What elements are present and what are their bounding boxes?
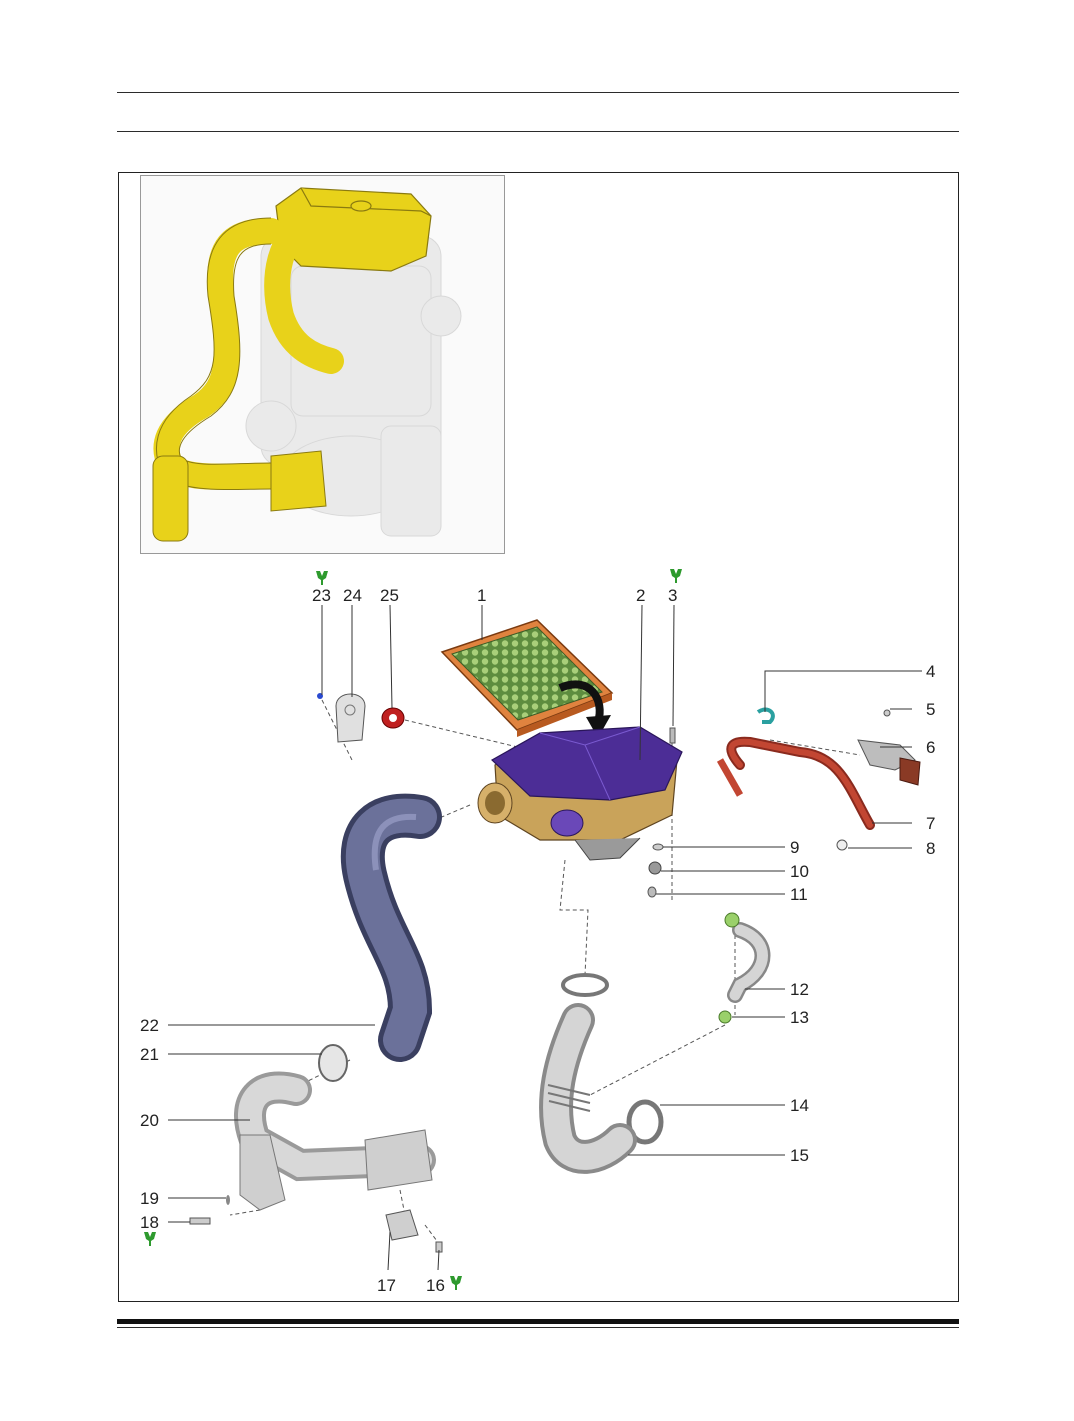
part-18-bolt xyxy=(189,1217,211,1225)
callout-22: 22 xyxy=(140,1016,159,1035)
callout-18: 18 xyxy=(140,1213,159,1232)
part-4-clip xyxy=(756,707,775,724)
overview-air-cleaner xyxy=(275,187,432,272)
part-7-vent-hose xyxy=(716,736,875,830)
engine-overview-inset xyxy=(140,175,505,554)
part-13-clip xyxy=(718,1010,732,1024)
torque-wrench-16-icon xyxy=(450,1276,462,1290)
part-5-bolt xyxy=(883,709,891,717)
part-12-hose xyxy=(724,912,771,1003)
part-15-outlet-duct xyxy=(539,973,637,1174)
part-25-grommet xyxy=(381,707,405,729)
torque-wrench-18-icon xyxy=(144,1232,156,1246)
part-2-air-cleaner-housing xyxy=(477,726,683,861)
callout-15: 15 xyxy=(790,1146,809,1165)
callout-6: 6 xyxy=(926,738,935,757)
torque-wrench-23-icon xyxy=(316,571,328,585)
callout-16: 16 xyxy=(426,1276,445,1295)
part-19-seal xyxy=(226,1195,230,1205)
callout-24: 24 xyxy=(343,586,362,605)
part-17-bracket xyxy=(385,1209,419,1241)
part-3-bolt xyxy=(669,727,676,744)
callout-2: 2 xyxy=(636,586,645,605)
callout-10: 10 xyxy=(790,862,809,881)
part-21-clamp xyxy=(318,1044,348,1082)
engine-overview-illustration xyxy=(152,187,462,542)
torque-wrench-icons xyxy=(144,569,682,1290)
callout-12: 12 xyxy=(790,980,809,999)
callout-17: 17 xyxy=(377,1276,396,1295)
callout-13: 13 xyxy=(790,1008,809,1027)
overview-ducts xyxy=(153,213,344,494)
footer-rule-thin xyxy=(117,1327,959,1328)
callout-25: 25 xyxy=(380,586,399,605)
torque-wrench-3-icon xyxy=(670,569,682,583)
callout-21: 21 xyxy=(140,1045,159,1064)
callout-labels: 23 24 25 1 2 3 4 5 6 7 8 9 10 11 12 13 1… xyxy=(140,586,935,1295)
parts-9-10-11-mounts xyxy=(647,843,664,898)
leader-lines xyxy=(168,604,922,1271)
callout-5: 5 xyxy=(926,700,935,719)
callout-19: 19 xyxy=(140,1189,159,1208)
callout-8: 8 xyxy=(926,839,935,858)
part-8-clamp xyxy=(836,839,848,851)
install-arrow xyxy=(558,680,611,738)
header-rule-bottom xyxy=(117,131,959,132)
callout-3: 3 xyxy=(668,586,677,605)
overview-resonator xyxy=(152,450,327,542)
footer-rule-thick xyxy=(117,1319,959,1324)
part-20-resonator-duct xyxy=(234,1071,436,1211)
part-22-inlet-duct xyxy=(340,793,442,1062)
callout-9: 9 xyxy=(790,838,799,857)
callout-4: 4 xyxy=(926,662,935,681)
header-rule-top xyxy=(117,92,959,93)
part-24-bracket xyxy=(335,693,366,743)
part-1-air-filter-element xyxy=(440,619,614,737)
callout-20: 20 xyxy=(140,1111,159,1130)
diagram-frame xyxy=(118,172,959,1302)
callout-11: 11 xyxy=(790,885,808,904)
callout-7: 7 xyxy=(926,814,935,833)
callout-23: 23 xyxy=(312,586,331,605)
part-14-clamp xyxy=(626,1099,664,1145)
callout-14: 14 xyxy=(790,1096,809,1115)
callout-1: 1 xyxy=(477,586,486,605)
